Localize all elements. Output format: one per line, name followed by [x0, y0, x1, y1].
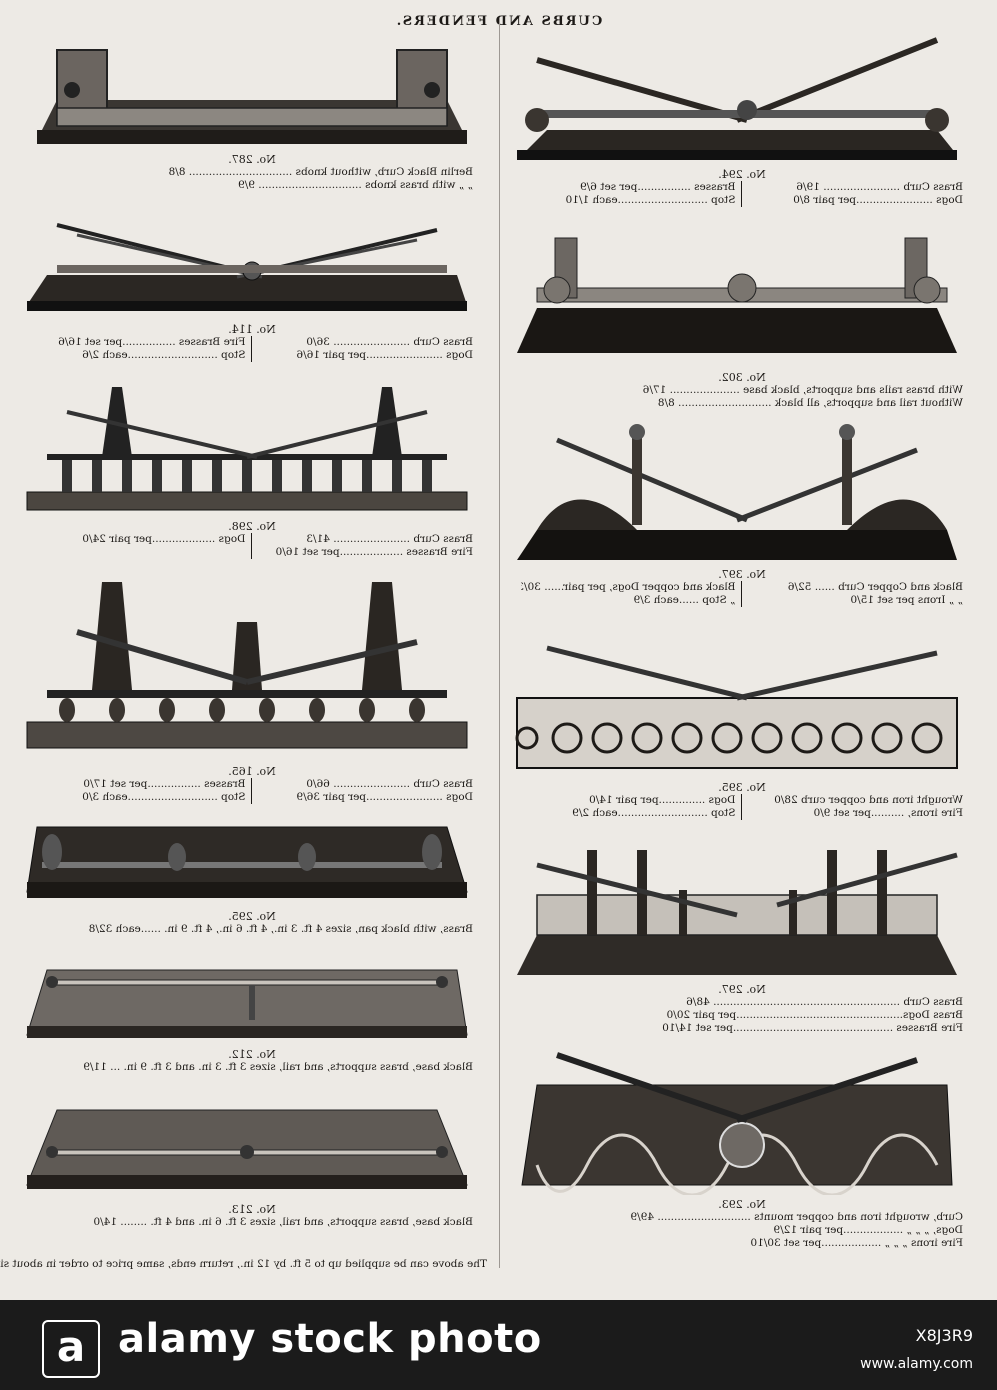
item-397: No. 397. Black and Copper Curb ...... 52… [507, 420, 977, 607]
site-url: www.alamy.com [860, 1356, 973, 1372]
fender-293-illustration [521, 1052, 953, 1195]
fender-114-illustration [27, 223, 467, 311]
item-number: No. 302. [718, 371, 766, 384]
alamy-logo-icon: a [42, 1320, 100, 1378]
brand-name: alamy stock photo [118, 1316, 542, 1362]
mirrored-scan: CURBS AND FENDERS. No. 287. Berlin Black… [0, 14, 977, 1270]
item-prices: Curb, wrought iron and copper mounts ...… [630, 1211, 963, 1249]
item-number: No. 293. [718, 1198, 766, 1211]
image-id: X8J3R9 [915, 1326, 973, 1345]
fender-287-illustration [37, 49, 467, 144]
fender-295-illustration [26, 826, 468, 898]
item-165: No. 165. Brass Curb ....................… [17, 572, 487, 804]
item-297: No. 297. Brass Curb ....................… [507, 835, 977, 1035]
item-295: No. 295. Brass, with black pan, sizes 4 … [17, 812, 487, 936]
item-prices: With brass rails and supports, black bas… [642, 384, 963, 409]
item-287: No. 287. Berlin Black Curb, without knob… [17, 30, 487, 192]
footnote: The above can be supplied up to 5 ft. by… [0, 1258, 487, 1270]
fender-213-illustration [26, 1109, 468, 1189]
item-114: No. 114. Brass Curb ....................… [17, 205, 487, 362]
item-293: No. 293. Curb, wrought iron and copper m… [507, 1045, 977, 1250]
item-number: No. 294. [718, 168, 766, 181]
fender-297-illustration [517, 850, 958, 975]
item-number: No. 287. [228, 153, 276, 166]
fender-395-illustration [515, 645, 958, 769]
item-395: No. 395. Wrought iron and copper curb 28… [507, 628, 977, 820]
item-prices: Berlin Black Curb, without knobs .......… [168, 166, 473, 191]
item-prices: Black base, brass supports, and rail, si… [93, 1216, 473, 1228]
item-number: No. 295. [228, 910, 276, 923]
catalogue-page: CURBS AND FENDERS. No. 287. Berlin Black… [0, 0, 997, 1300]
fender-397-illustration [517, 424, 957, 560]
fender-298-illustration [26, 387, 468, 511]
stock-footer: a alamy stock photo X8J3R9 www.alamy.com [0, 1300, 997, 1390]
item-212: No. 212. Black base, brass supports, and… [17, 950, 487, 1074]
item-number: No. 165. [228, 765, 276, 778]
item-number: No. 297. [718, 983, 766, 996]
item-302: No. 302. With brass rails and supports, … [507, 218, 977, 410]
item-number: No. 213. [228, 1203, 276, 1216]
item-213: No. 213. Black base, brass supports, and… [17, 1090, 487, 1229]
item-number: No. 114. [228, 323, 276, 336]
item-prices: Brass Curb .............................… [662, 996, 963, 1034]
item-294: No. 294. Brass Curb ....................… [507, 30, 977, 207]
item-prices: Brass, with black pan, sizes 4 ft. 3 in.… [88, 923, 473, 935]
column-divider [499, 18, 500, 1268]
item-number: No. 212. [228, 1048, 276, 1061]
item-prices: Black base, brass supports, and rail, si… [83, 1061, 473, 1073]
fender-212-illustration [26, 969, 468, 1038]
fender-165-illustration [26, 582, 468, 749]
item-298: No. 298. Brass Curb ....................… [17, 372, 487, 559]
fender-302-illustration [517, 237, 957, 353]
item-number: No. 397. [718, 568, 766, 581]
item-number: No. 395. [718, 781, 766, 794]
fender-294-illustration [517, 37, 957, 160]
item-number: No. 298. [228, 520, 276, 533]
